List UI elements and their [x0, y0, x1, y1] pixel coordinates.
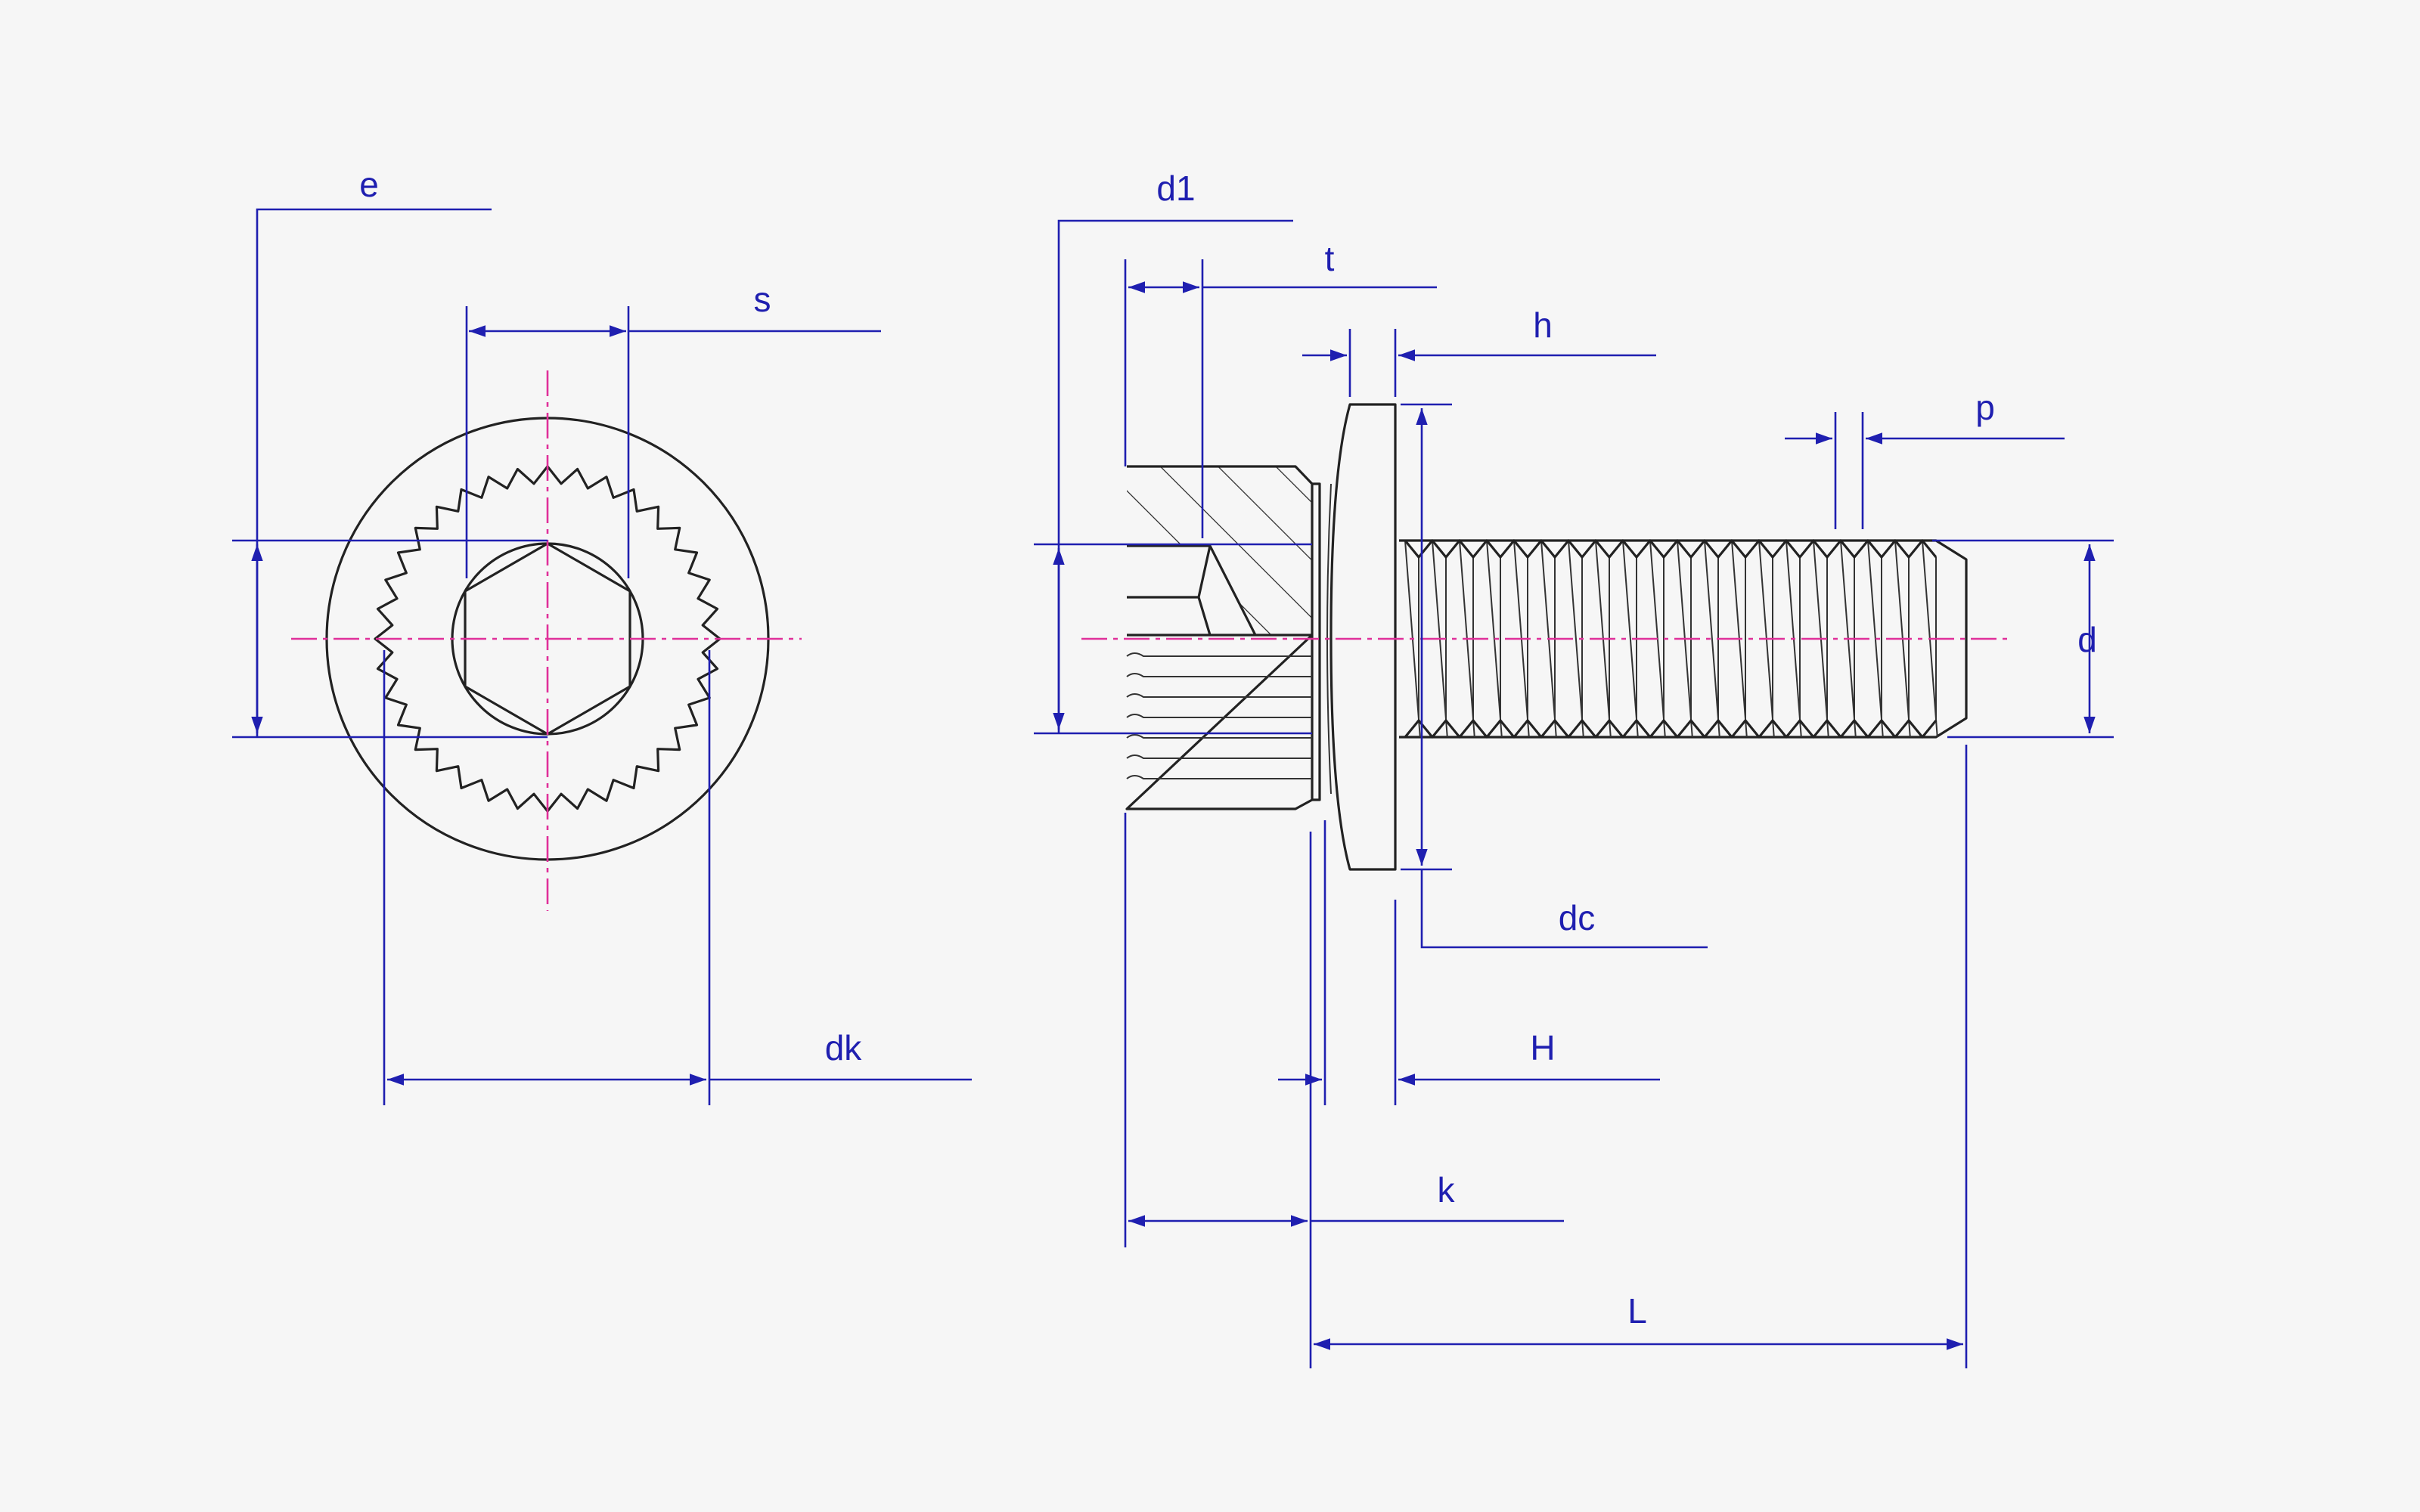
label-s: s [754, 280, 771, 319]
label-k: k [1438, 1170, 1456, 1210]
dimension-h: h [1302, 305, 1656, 397]
thread-ridge [1704, 540, 1720, 738]
label-dc: dc [1559, 898, 1596, 937]
flange-washer [1329, 403, 1397, 871]
head-neck [1312, 482, 1321, 801]
label-t: t [1325, 239, 1335, 278]
dimension-p: p [1785, 388, 2065, 529]
head-knurl-ridges [1126, 652, 1312, 779]
label-d1: d1 [1156, 169, 1195, 208]
label-H: H [1530, 1028, 1555, 1067]
thread-crest-line [1404, 719, 1938, 739]
thread-ridge [1622, 540, 1639, 738]
knurl-ridge [1126, 714, 1312, 718]
label-dk: dk [825, 1028, 863, 1067]
knurl-ridge [1126, 673, 1312, 677]
dimension-k: k [1124, 813, 1564, 1368]
knurl-ridge [1126, 754, 1312, 759]
knurl-ridge [1126, 775, 1312, 779]
knurl-ridge [1126, 734, 1312, 739]
side-view [1081, 403, 2008, 871]
dimension-d: d [1932, 539, 2114, 739]
dimension-d1: d1 [1034, 169, 1312, 735]
thread-ridge [1867, 540, 1884, 738]
socket-profile [1127, 544, 1257, 636]
dimension-e: e [232, 165, 548, 739]
threaded-shank-outline [1399, 539, 1968, 739]
thread-crest-line [1404, 539, 1938, 559]
label-e: e [359, 165, 379, 204]
label-L: L [1627, 1291, 1647, 1331]
label-d: d [2077, 620, 2097, 659]
dimension-t: t [1124, 239, 1437, 538]
knurl-ridge [1126, 693, 1312, 698]
thread-ridge [1486, 540, 1503, 738]
dimension-H: H [1278, 820, 1660, 1105]
label-p: p [1975, 388, 1995, 427]
label-h: h [1533, 305, 1553, 345]
end-view [291, 370, 802, 911]
dimension-s: s [465, 280, 881, 578]
dimension-L: L [1314, 745, 1968, 1368]
knurl-ridge [1126, 652, 1312, 657]
thread-ridge [1568, 540, 1584, 738]
dimension-dk: dk [383, 650, 972, 1105]
head-section-hatch [1127, 466, 1312, 635]
dimension-dc: dc [1401, 403, 1708, 949]
head-outline [1125, 465, 1314, 810]
